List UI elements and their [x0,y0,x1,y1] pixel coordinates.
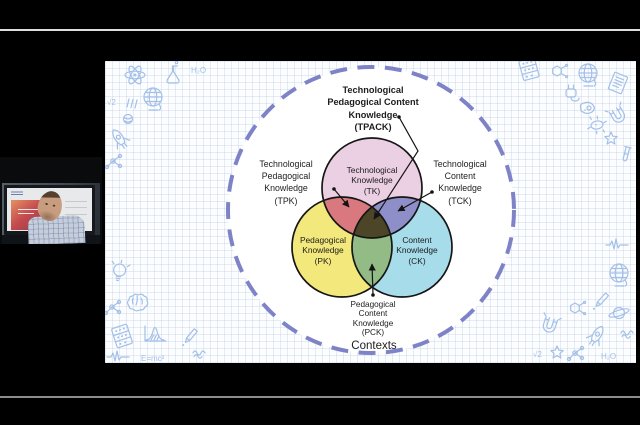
presenter-webcam-tile[interactable] [0,157,102,244]
tck-label: Technological Content Knowledge (TCK) [410,158,510,207]
tpk-label-line: Technological [259,159,313,169]
ck-label-line: Knowledge [396,245,438,256]
tk-label: Technological Knowledge (TK) [322,165,422,196]
emc2-doodle-text: E=mc² [141,354,165,363]
webcam-video [2,183,100,244]
pk-label: Pedagogical Knowledge (PK) [273,235,373,266]
h2o-doodle-text: H₂O [601,352,616,361]
tk-label-line: Technological [346,165,398,175]
tpack-label-line: Pedagogical Content [327,97,419,108]
sqrt2-doodle-text: √2 [533,350,542,359]
pk-label-line: (PK) [314,255,332,266]
pck-pointer-line [368,263,376,296]
tpack-label: Technological Pedagogical Content Knowle… [293,84,453,134]
pk-circle-outline [291,196,393,298]
pck-label-line: (PCK) [361,328,385,338]
webpage-logo [11,190,23,195]
webpage-text-line [64,213,87,215]
ck-label-line: Content [402,235,432,245]
tck-pointer-line [397,191,433,212]
pck-label-line: Knowledge [352,318,394,328]
tpk-region [322,197,392,238]
h2o-doodle-text: H₂O [191,66,206,75]
tpack-diagram [226,65,516,355]
webpage-text-line [64,200,87,202]
tpk-label: Technological Pedagogical Knowledge (TPK… [236,158,336,207]
tpk-pointer-line [333,188,350,208]
bottom-divider-line [0,396,640,398]
tck-region [352,197,422,238]
tck-label-line: Content [444,171,476,182]
pck-label-line: Content [358,309,388,319]
doodle-background: H₂O √2 E=mc² [105,61,634,363]
contexts-label: Contexts [351,340,397,352]
sqrt2-doodle-text: √2 [107,98,116,107]
tpk-label-line: (TPK) [274,195,298,206]
tk-circle-outline [321,137,423,239]
tpk-label-line: Knowledge [264,183,308,194]
tpack-label-line: (TPACK) [354,122,392,133]
tpk-label-line: Pedagogical [261,171,311,182]
tk-label-line: Knowledge [351,175,393,186]
ck-circle-outline [351,196,453,298]
tck-label-line: (TCK) [448,195,472,206]
pck-label: Pedagogical Content Knowledge (PCK) [323,300,423,338]
presentation-slide: H₂O √2 E=mc² [105,61,636,363]
ck-label-line: (CK) [408,255,426,266]
hero-text-line [18,213,34,215]
presenter-shirt [27,215,86,244]
ck-label: Content Knowledge (CK) [367,235,467,266]
pk-label-line: Pedagogical [299,235,347,245]
tck-label-line: Technological [433,159,487,169]
hero-text-line [18,208,40,210]
pk-label-line: Knowledge [302,245,344,256]
tck-label-line: Knowledge [438,183,482,194]
tk-label-line: (TK) [363,185,381,196]
tpack-pointer-line [373,116,419,220]
top-divider-line [0,29,640,31]
pck-label-line: Pedagogical [350,300,396,309]
tpack-label-line: Technological [342,85,404,95]
webpage-text-line [64,207,87,209]
tpack-label-line: Knowledge [348,109,398,120]
